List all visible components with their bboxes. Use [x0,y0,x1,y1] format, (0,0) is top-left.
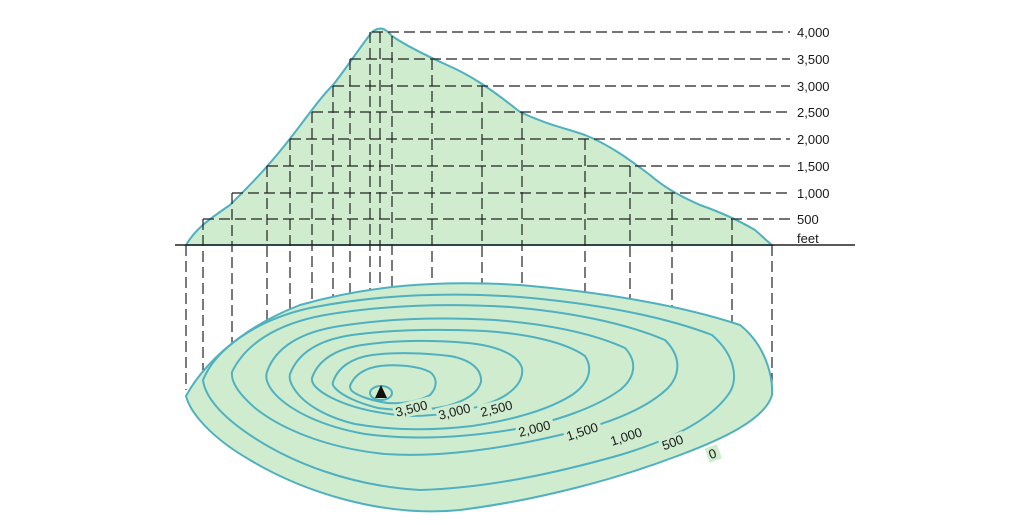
label-backing [562,418,604,445]
contour-labels: 3,500 3,000 2,500 2,000 1,500 1,000 500 [391,396,722,463]
contour-map [184,282,774,513]
contour-2000 [288,328,591,431]
contour-500 [201,293,735,492]
elevation-label-500: 500 [797,212,819,227]
label-backing [391,396,433,421]
contour-0 [184,282,774,513]
elevation-label-3500: 3,500 [797,52,830,67]
contour-label-0: 0 [706,446,718,463]
elevation-label-1500: 1,500 [797,159,830,174]
contour-1000 [230,304,679,456]
mountain-profile [184,27,775,246]
contour-label-500: 500 [660,432,686,454]
label-backing [514,416,556,441]
contour-1500 [265,317,635,439]
elevation-label-2000: 2,000 [797,132,830,147]
contour-3000 [331,352,483,412]
elevation-label-3000: 3,000 [797,79,830,94]
unit-label: feet [797,231,819,246]
label-backing [476,396,518,421]
label-backing [657,430,688,454]
elevation-label-4000: 4,000 [797,25,830,40]
label-backing [606,423,648,450]
contour-2500 [310,339,524,418]
label-backing [704,444,722,463]
label-backing [434,399,476,424]
elevation-grid-lines [203,31,790,220]
triangle-summit-icon [375,385,387,398]
elevation-label-2500: 2,500 [797,105,830,120]
elevation-labels: 4,000 3,500 3,000 2,500 2,000 1,500 1,00… [797,25,830,246]
contour-3500 [348,364,437,405]
elevation-label-1000: 1,000 [797,186,830,201]
